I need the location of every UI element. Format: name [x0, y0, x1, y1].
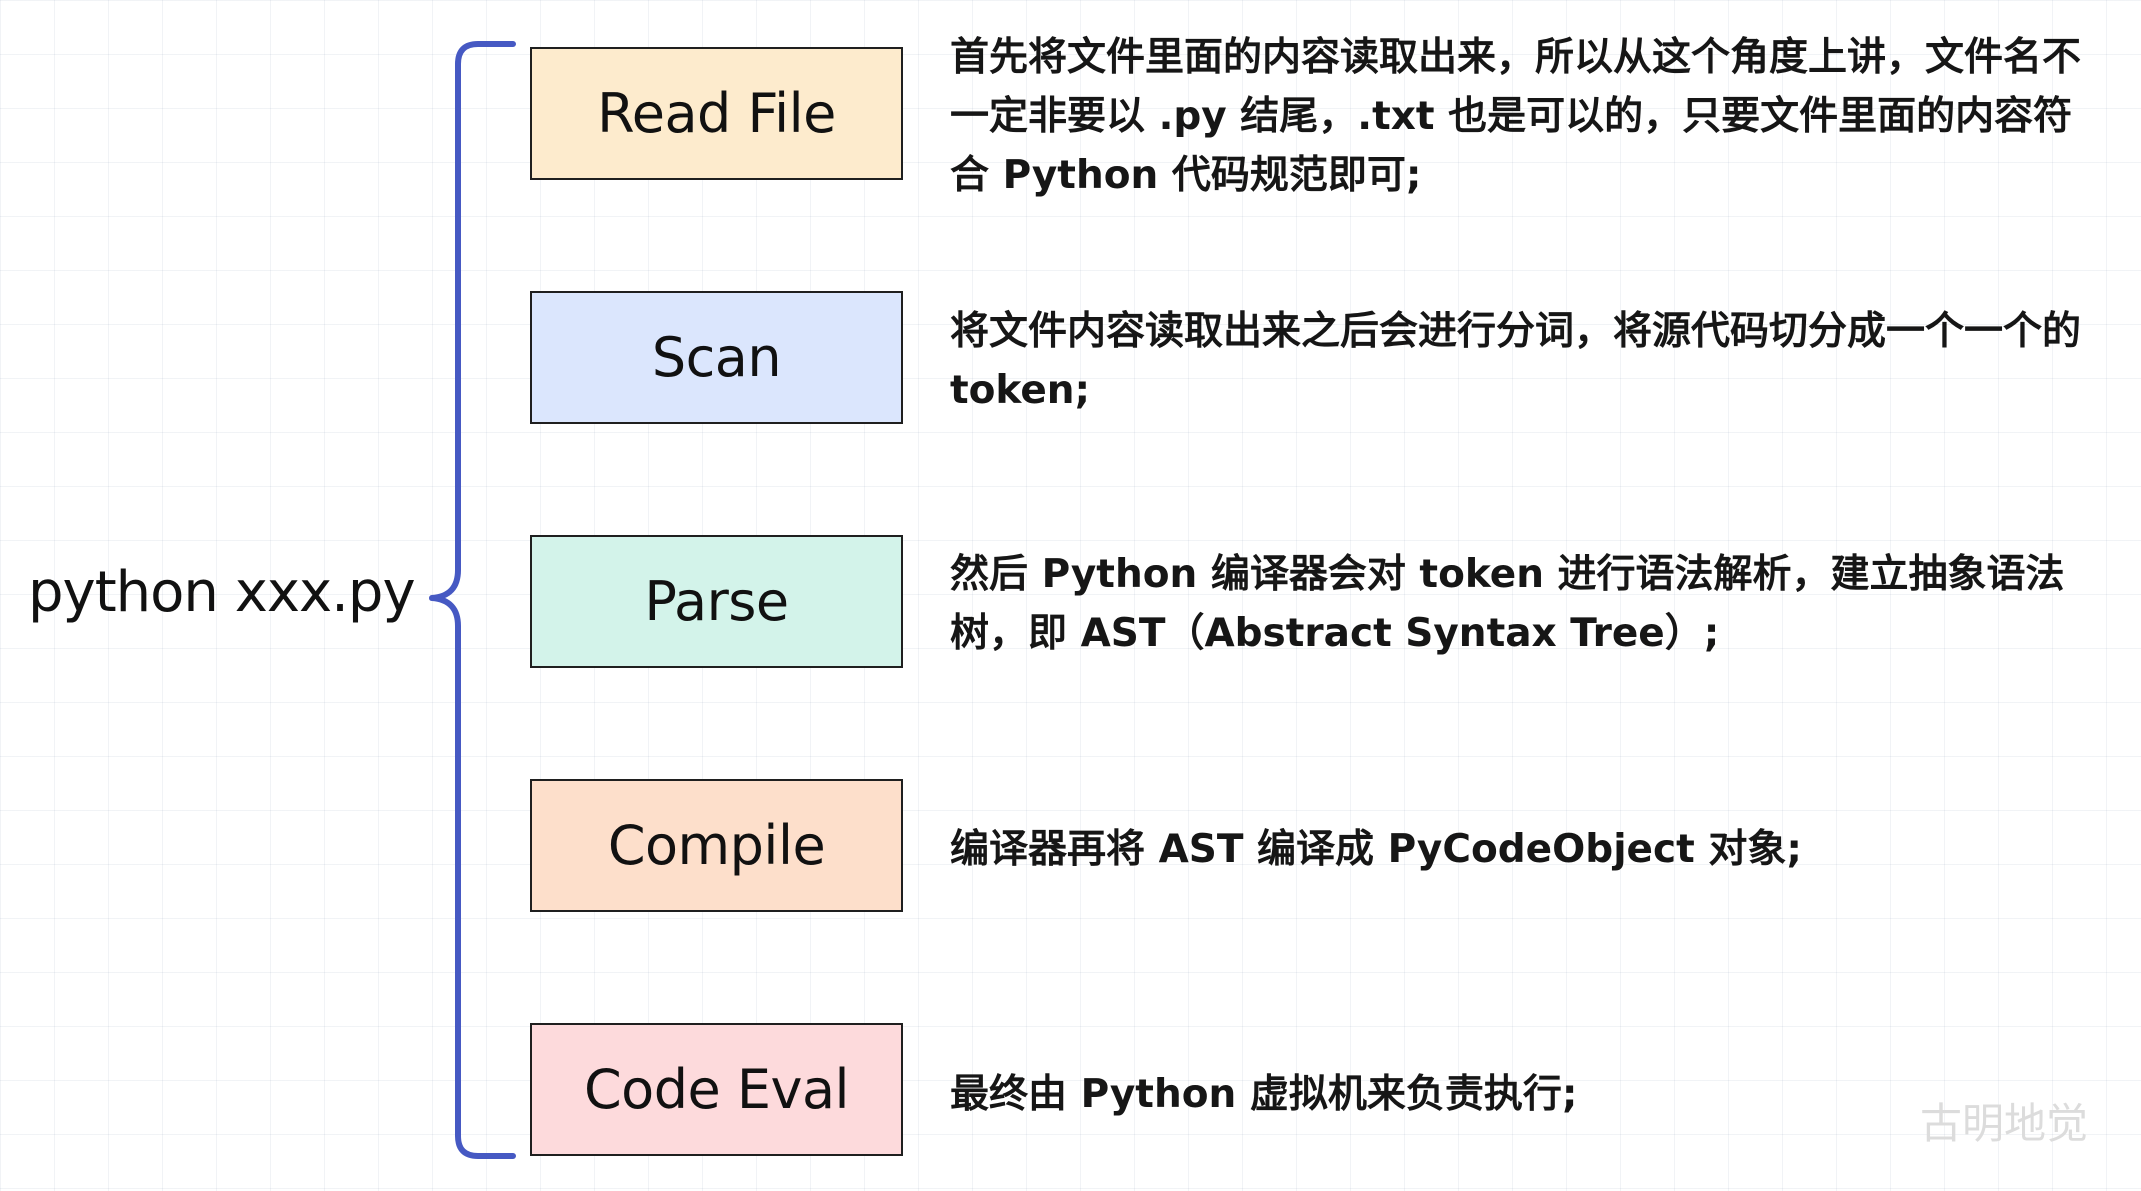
stage-label-code-eval: Code Eval [583, 1058, 850, 1121]
stage-label-scan: Scan [651, 326, 782, 389]
stage-label-parse: Parse [644, 570, 789, 633]
stage-label-read-file: Read File [597, 82, 836, 145]
stage-box-parse: Parse [530, 535, 903, 668]
stage-description-parse: 然后 Python 编译器会对 token 进行语法解析，建立抽象语法树，即 A… [950, 552, 2065, 656]
stage-description-code-eval: 最终由 Python 虚拟机来负责执行; [950, 1072, 1578, 1117]
stage-box-compile: Compile [530, 779, 903, 912]
curly-brace-connector [429, 41, 516, 1159]
stage-label-compile: Compile [607, 814, 826, 877]
root-node: python xxx.py [28, 560, 416, 625]
stage-description-compile: 编译器再将 AST 编译成 PyCodeObject 对象; [950, 827, 1802, 872]
stage-description-read-file: 首先将文件里面的内容读取出来，所以从这个角度上讲，文件名不一定非要以 .py 结… [950, 35, 2082, 198]
stage-box-read-file: Read File [530, 47, 903, 180]
stage-box-code-eval: Code Eval [530, 1023, 903, 1156]
stage-box-scan: Scan [530, 291, 903, 424]
stage-description-scan: 将文件内容读取出来之后会进行分词，将源代码切分成一个一个的 token; [950, 309, 2082, 413]
watermark: 古明地觉 [1919, 1099, 2088, 1148]
